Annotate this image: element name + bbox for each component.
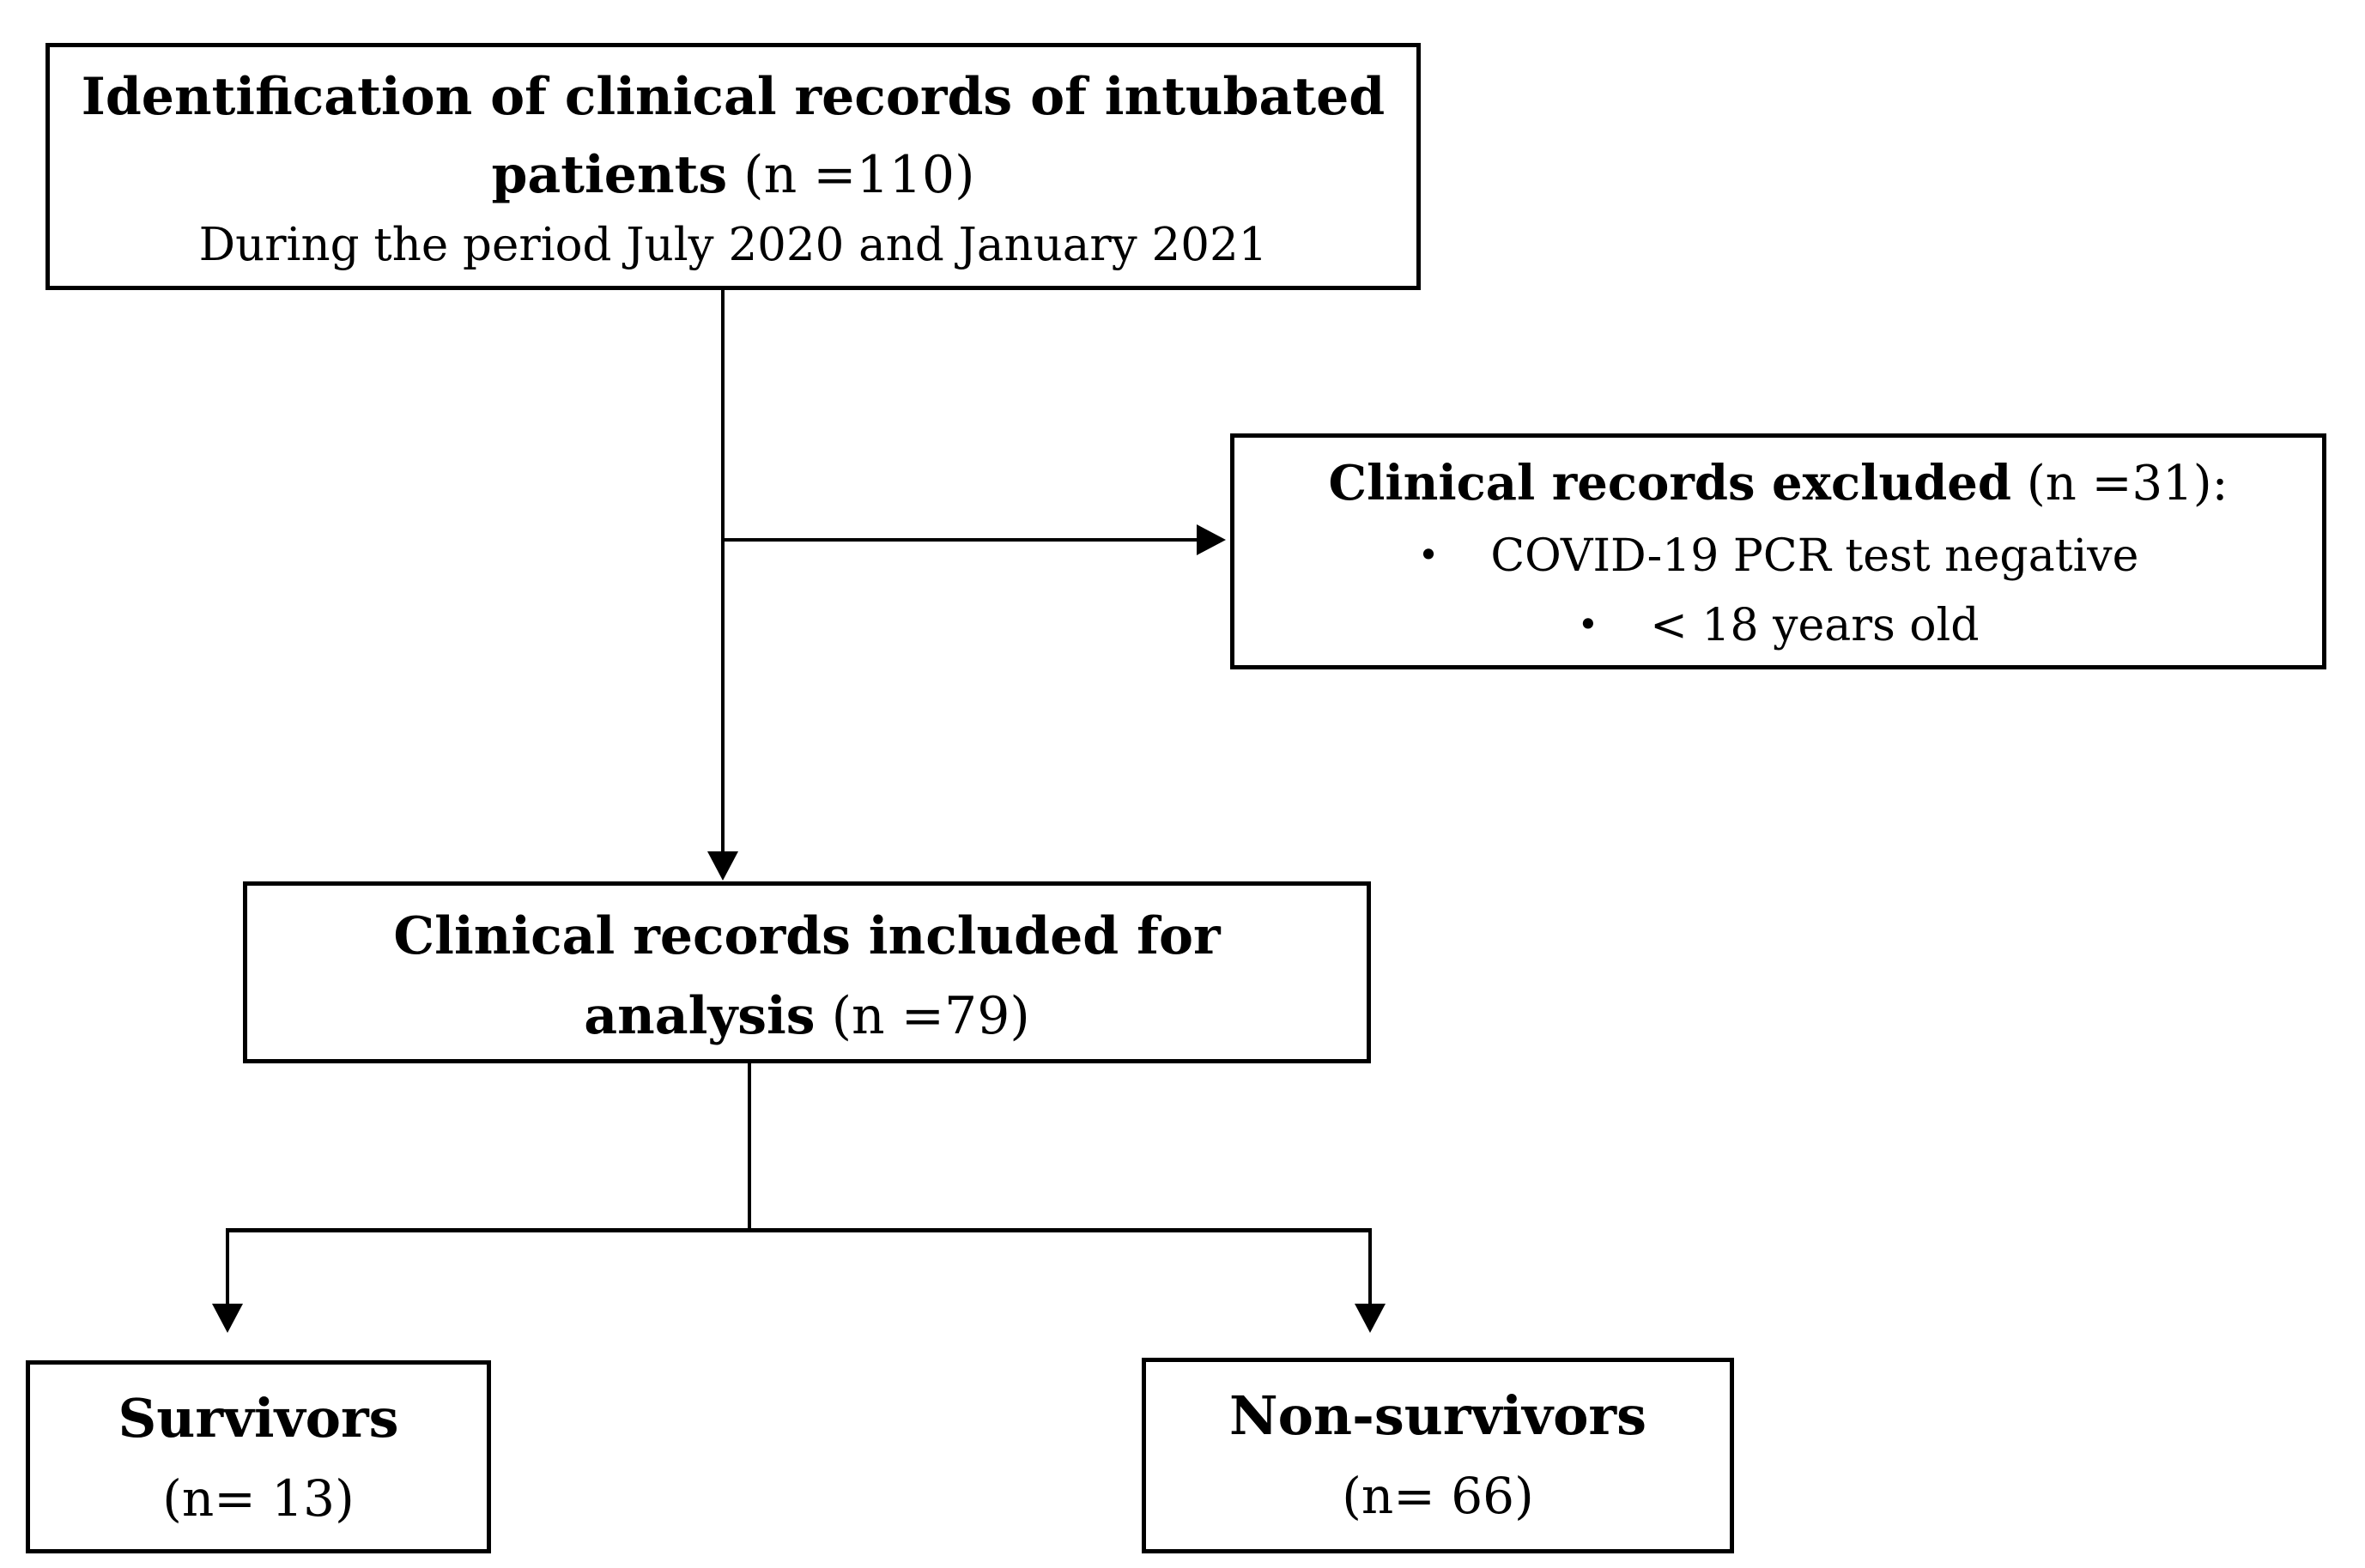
identification-title-line2-bold: patients: [491, 145, 728, 205]
excluded-bullet-text: COVID-19 PCR test negative: [1490, 530, 2139, 582]
connector-split-to-non-survivors: [1368, 1228, 1372, 1305]
included-title-line2: analysis (n =79): [247, 977, 1367, 1056]
survivors-count: (n= 13): [162, 1469, 355, 1528]
arrow-right-icon: [1197, 524, 1226, 555]
connector-split-horizontal: [226, 1228, 1372, 1232]
excluded-bullet-text: < 18 years old: [1650, 600, 1980, 651]
excluded-bullet-item: • < 18 years old: [1234, 590, 2322, 660]
included-title-line1: Clinical records included for: [393, 906, 1221, 966]
connector-included-to-split: [748, 1063, 751, 1230]
connector-split-to-survivors: [226, 1228, 229, 1305]
non-survivors-label: Non-survivors: [1228, 1384, 1646, 1447]
excluded-header-bold: Clinical records excluded: [1328, 455, 2012, 512]
identification-title-line2: patients (n =110): [50, 136, 1416, 214]
identification-title-line1: Identification of clinical records of in…: [81, 67, 1386, 127]
box-excluded: Clinical records excluded (n =31): • COVI…: [1230, 433, 2326, 669]
box-survivors: Survivors (n= 13): [26, 1360, 491, 1553]
identification-subtitle: During the period July 2020 and January …: [198, 219, 1268, 271]
connector-identification-to-included: [721, 290, 725, 853]
excluded-header-count: (n =31):: [2011, 456, 2229, 512]
arrow-down-icon: [707, 851, 738, 881]
box-included: Clinical records included for analysis (…: [243, 881, 1371, 1063]
excluded-bullet-item: • COVID-19 PCR test negative: [1234, 521, 2322, 590]
box-identification: Identification of clinical records of in…: [45, 43, 1421, 290]
connector-branch-to-excluded: [721, 538, 1198, 542]
arrow-down-icon: [1355, 1304, 1386, 1333]
arrow-down-icon: [212, 1304, 243, 1333]
identification-title-line2-count: (n =110): [727, 145, 975, 205]
excluded-header: Clinical records excluded (n =31):: [1234, 446, 2322, 521]
bullet-icon: •: [1417, 534, 1440, 576]
included-title-line2-count: (n =79): [815, 986, 1030, 1046]
included-title-line2-bold: analysis: [584, 986, 816, 1046]
bullet-icon: •: [1577, 603, 1599, 645]
survivors-label: Survivors: [118, 1387, 399, 1450]
box-non-survivors: Non-survivors (n= 66): [1142, 1358, 1734, 1553]
non-survivors-count: (n= 66): [1342, 1467, 1534, 1525]
